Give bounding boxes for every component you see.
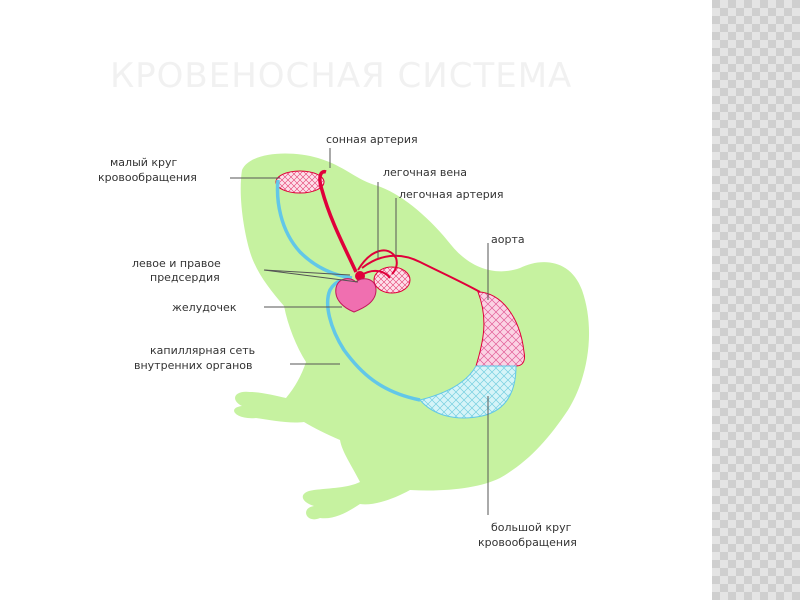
label-atria-line1: левое и правое bbox=[132, 257, 221, 270]
label-small-circle-line1: малый круг bbox=[110, 156, 178, 169]
lung-left bbox=[276, 171, 324, 193]
label-big-circle-line1: большой круг bbox=[491, 521, 572, 534]
label-capillary-line2: внутренних органов bbox=[134, 359, 253, 372]
label-small-circle-line2: кровообращения bbox=[98, 171, 197, 184]
label-big-circle-line2: кровообращения bbox=[478, 536, 577, 549]
label-ventricle: желудочек bbox=[172, 301, 237, 314]
label-pulmonary-artery: легочная артерия bbox=[399, 188, 504, 201]
label-pulmonary-vein: легочная вена bbox=[383, 166, 467, 179]
frog-circulatory-diagram: малый круг кровообращения сонная артерия… bbox=[0, 0, 712, 600]
decorative-side-strip bbox=[712, 0, 800, 600]
label-aorta: аорта bbox=[491, 233, 525, 246]
label-capillary-line1: капиллярная сеть bbox=[150, 344, 255, 357]
label-atria-line2: предсердия bbox=[150, 271, 220, 284]
label-carotid-artery: сонная артерия bbox=[326, 133, 418, 146]
frog-body bbox=[234, 154, 589, 520]
